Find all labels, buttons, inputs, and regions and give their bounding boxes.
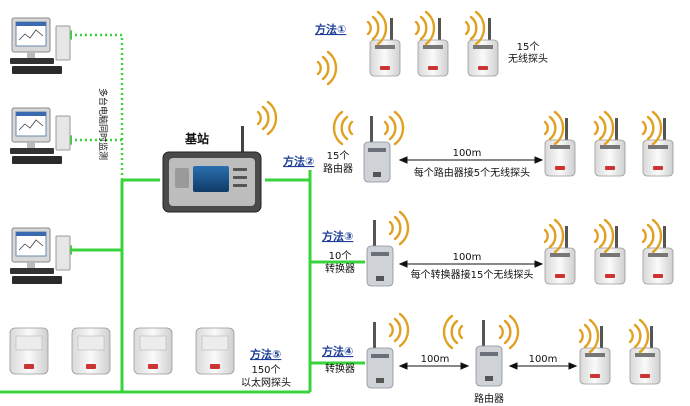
method-4-arrow-b	[508, 362, 578, 370]
method-2-probe-2	[594, 117, 626, 177]
method-5-count: 150个	[251, 364, 280, 376]
method-2-count: 15个	[327, 150, 350, 162]
method-2-probe-1	[544, 117, 576, 177]
ethernet-cables	[0, 170, 365, 394]
dotted-links	[70, 33, 124, 180]
pc-workstation-2	[9, 107, 71, 165]
method-4-router-label: 路由器	[474, 392, 504, 405]
method-2-probe-3	[642, 117, 674, 177]
method-1-desc: 无线探头	[508, 52, 548, 65]
method-3-distance: 100m	[453, 252, 482, 263]
method-3-note: 每个转换器接15个无线探头	[411, 268, 534, 281]
method-3-probe-2	[594, 225, 626, 285]
method-4-desc: 转换器	[325, 362, 355, 375]
base-station	[162, 126, 262, 213]
method-1-label: 方法①	[315, 22, 346, 36]
method-4-probe-2	[629, 325, 661, 385]
method-4-label: 方法④	[322, 344, 353, 358]
pc-workstation-1	[9, 17, 71, 75]
method-4-router	[475, 319, 503, 387]
method-3-probe-3	[642, 225, 674, 285]
method-3-desc: 转换器	[325, 262, 355, 275]
method-3-arrow	[398, 260, 544, 268]
multi-pc-label: 多台电脑同时监测	[97, 88, 109, 160]
base-station-label: 基站	[184, 131, 209, 146]
ethernet-probe-4	[195, 327, 235, 375]
method-2-router	[363, 115, 391, 183]
method-3-probe-1	[544, 225, 576, 285]
method-2-note: 每个路由器接5个无线探头	[414, 166, 530, 179]
method-3-converter	[366, 219, 394, 287]
method-3-count: 10个	[329, 250, 352, 262]
method-5-desc: 以太网探头	[241, 376, 291, 389]
method-1-count: 15个	[517, 41, 540, 53]
method-4-distance-a: 100m	[421, 354, 450, 365]
method-4-arrow-a	[398, 362, 470, 370]
method-2-desc: 路由器	[323, 162, 353, 175]
ethernet-probe-3	[133, 327, 173, 375]
method-1-waves	[316, 50, 338, 86]
method-4-converter	[366, 321, 394, 389]
method-2-distance: 100m	[453, 148, 482, 159]
method-2-arrow	[398, 156, 544, 164]
method-3-label: 方法③	[322, 229, 353, 243]
method-5-label: 方法⑤	[250, 347, 281, 361]
method-4-probe-1	[579, 325, 611, 385]
base-station-waves	[256, 100, 278, 136]
method-2-label: 方法②	[283, 154, 314, 168]
ethernet-probe-2	[71, 327, 111, 375]
pc-workstation-3	[9, 227, 71, 285]
ethernet-probe-1	[9, 327, 49, 375]
method-4-distance-b: 100m	[529, 354, 558, 365]
